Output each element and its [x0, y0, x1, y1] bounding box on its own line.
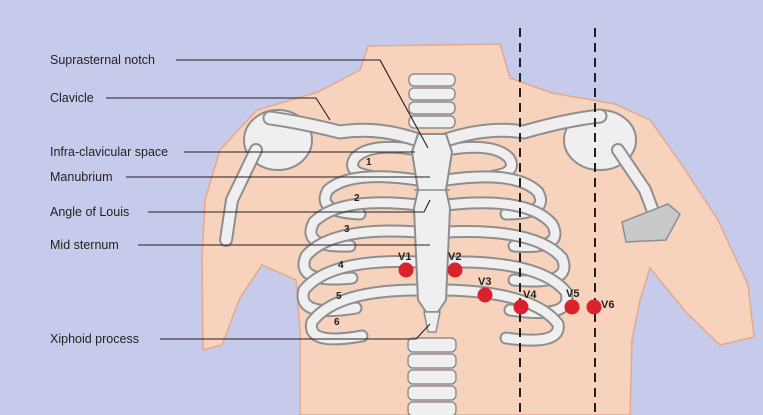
rib-number-6: 6: [334, 317, 340, 328]
lead-label-v6: V6: [601, 299, 614, 311]
electrode-v1: [399, 263, 414, 278]
rib-number-2: 2: [354, 193, 360, 204]
sternum: [412, 134, 452, 312]
electrode-v4: [514, 300, 529, 315]
rib-number-1: 1: [366, 157, 372, 168]
rib-number-4: 4: [338, 260, 344, 271]
rib-number-5: 5: [336, 291, 342, 302]
rib-number-3: 3: [344, 224, 350, 235]
lead-label-v5: V5: [566, 288, 579, 300]
electrode-v3: [478, 288, 493, 303]
label-suprasternal-notch: Suprasternal notch: [50, 53, 155, 67]
label-angle-of-louis: Angle of Louis: [50, 205, 129, 219]
label-infra-clavicular-space: Infra-clavicular space: [50, 145, 168, 159]
lead-label-v4: V4: [523, 289, 537, 301]
label-xiphoid-process: Xiphoid process: [50, 332, 139, 346]
lead-label-v2: V2: [448, 251, 461, 263]
lead-label-v1: V1: [398, 251, 411, 263]
lead-label-v3: V3: [478, 276, 491, 288]
electrode-v6: [587, 300, 602, 315]
label-clavicle: Clavicle: [50, 91, 94, 105]
label-manubrium: Manubrium: [50, 170, 113, 184]
electrode-v2: [448, 263, 463, 278]
electrode-v5: [565, 300, 580, 315]
label-mid-sternum: Mid sternum: [50, 238, 119, 252]
